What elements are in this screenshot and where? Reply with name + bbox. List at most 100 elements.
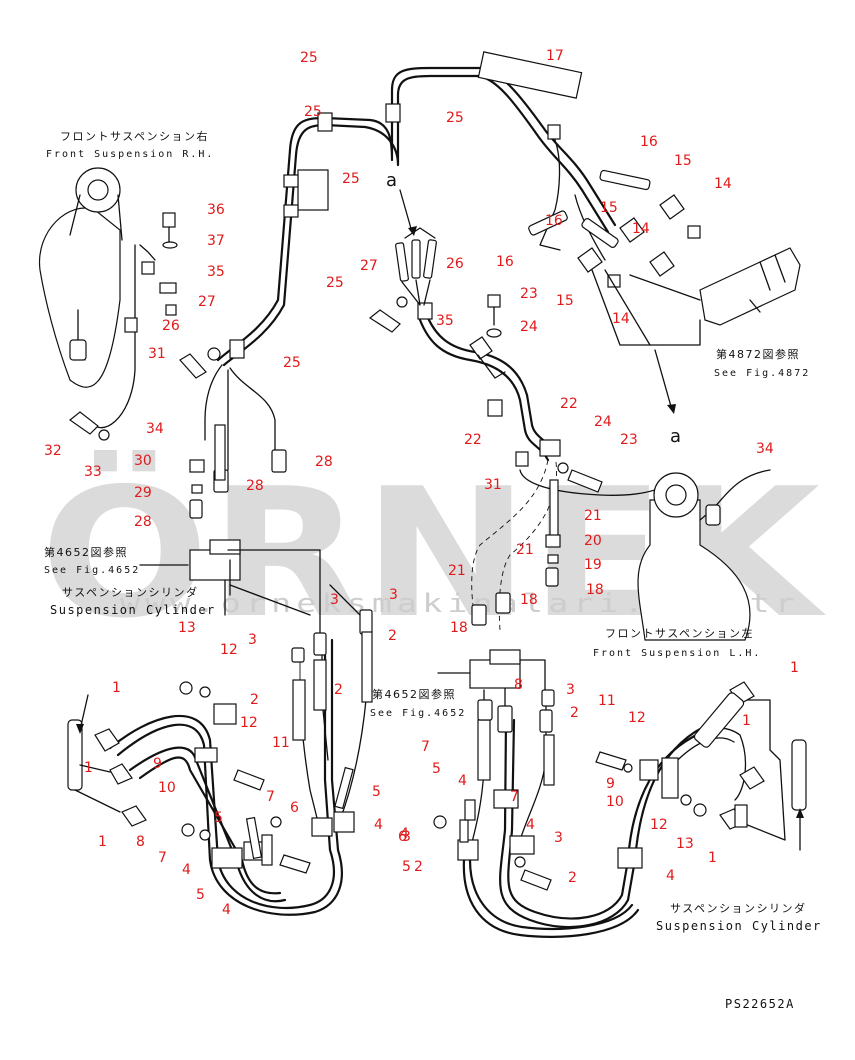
arrow-label-a-top: a [386,170,397,191]
valve-17 [477,51,583,99]
part-callout-4: 4 [458,773,467,789]
part-callout-2: 2 [250,692,259,708]
lower-left-fittings [67,609,373,874]
part-callout-6: 6 [398,829,407,845]
part-callout-4: 4 [374,817,383,833]
part-callout-27: 27 [198,294,216,310]
caption-susp-cyl-right-en: Suspension Cylinder [656,919,822,933]
part-callout-25: 25 [342,171,360,187]
part-callout-5: 5 [432,761,441,777]
part-callout-11: 11 [598,693,616,709]
part-callout-16: 16 [496,254,514,270]
part-callout-31: 31 [484,477,502,493]
part-callout-25: 25 [446,110,464,126]
clamp-25b [385,103,401,123]
part-callout-1: 1 [84,760,93,776]
part-callout-5: 5 [372,784,381,800]
part-callout-28: 28 [246,478,264,494]
lower-right-fittings [433,681,807,891]
caption-front-susp-rh-en: Front Suspension R.H. [46,149,214,160]
part-callout-2: 2 [334,682,343,698]
part-callout-17: 17 [546,48,564,64]
part-callout-12: 12 [650,817,668,833]
part-callout-30: 30 [134,453,152,469]
part-callout-2: 2 [568,870,577,886]
part-callout-29: 29 [134,485,152,501]
part-callout-15: 15 [600,200,618,216]
part-callout-14: 14 [632,221,650,237]
part-callout-4: 4 [666,868,675,884]
clamp-22a [487,399,503,417]
caption-ref4652-b-en: See Fig.4652 [370,708,466,719]
part-callout-9: 9 [153,756,162,772]
part-callout-14: 14 [612,311,630,327]
part-callout-25: 25 [304,104,322,120]
part-callout-16: 16 [545,213,563,229]
part-callout-12: 12 [220,642,238,658]
caption-ref4872-jp: 第4872図参照 [716,347,800,361]
part-callout-5: 5 [214,810,223,826]
part-callout-4: 4 [400,826,409,842]
part-callout-1: 1 [98,834,107,850]
fittings-middle [189,424,561,626]
upper-clamps [229,51,583,467]
part-callout-14: 14 [714,176,732,192]
part-callout-18: 18 [450,620,468,636]
part-callout-26: 26 [162,318,180,334]
part-callout-7: 7 [421,739,430,755]
part-callout-27: 27 [360,258,378,274]
part-callout-18: 18 [586,582,604,598]
drawing-code: PS22652A [725,997,795,1011]
part-callout-33: 33 [84,464,102,480]
right-top-hoses [528,169,801,346]
front-suspension-rh [38,167,156,441]
part-callout-1: 1 [708,850,717,866]
part-callout-15: 15 [556,293,574,309]
part-callout-3: 3 [566,682,575,698]
a-group-hoses [395,227,437,306]
part-callout-1: 1 [742,713,751,729]
part-callout-21: 21 [448,563,466,579]
part-callout-32: 32 [44,443,62,459]
caption-front-susp-rh-jp: フロントサスペンション右 [60,129,209,143]
part-callout-4: 4 [222,902,231,918]
part-callout-28: 28 [134,514,152,530]
block-4652-center [469,659,521,689]
part-callout-3: 3 [330,592,339,608]
part-callout-2: 2 [570,705,579,721]
part-callout-31: 31 [148,346,166,362]
captions: フロントサスペンション右 Front Suspension R.H. フロントサ… [44,129,822,1011]
clamp-31b [515,451,529,467]
part-callout-35: 35 [436,313,454,329]
part-callout-2: 2 [388,628,397,644]
part-callout-9: 9 [606,776,615,792]
caption-front-susp-lh-jp: フロントサスペンション左 [605,627,754,640]
part-callout-15: 15 [674,153,692,169]
leader-lines [76,189,804,851]
caption-ref4652-a-en: See Fig.4652 [44,565,140,576]
caption-susp-cyl-left-jp: サスペンションシリンダ [62,585,199,599]
clamp-25d [229,339,245,359]
part-callout-2: 2 [414,859,423,875]
part-callout-23: 23 [520,286,538,302]
part-callout-22: 22 [464,432,482,448]
part-callout-10: 10 [158,780,176,796]
part-callout-4: 4 [526,817,535,833]
part-callout-7: 7 [158,850,167,866]
part-callout-12: 12 [628,710,646,726]
part-callout-13: 13 [676,836,694,852]
part-callout-34: 34 [756,441,774,457]
part-callout-7: 7 [510,789,519,805]
part-callout-34: 34 [146,421,164,437]
part-callout-3: 3 [554,830,563,846]
part-callout-20: 20 [584,533,602,549]
part-callout-3: 3 [389,587,398,603]
block-4652-left [189,549,241,581]
part-callout-3: 3 [248,632,257,648]
part-callout-11: 11 [272,735,290,751]
part-callout-23: 23 [620,432,638,448]
part-callout-28: 28 [315,454,333,470]
part-callout-26: 26 [446,256,464,272]
caption-ref4652-a-jp: 第4652図参照 [44,545,128,559]
